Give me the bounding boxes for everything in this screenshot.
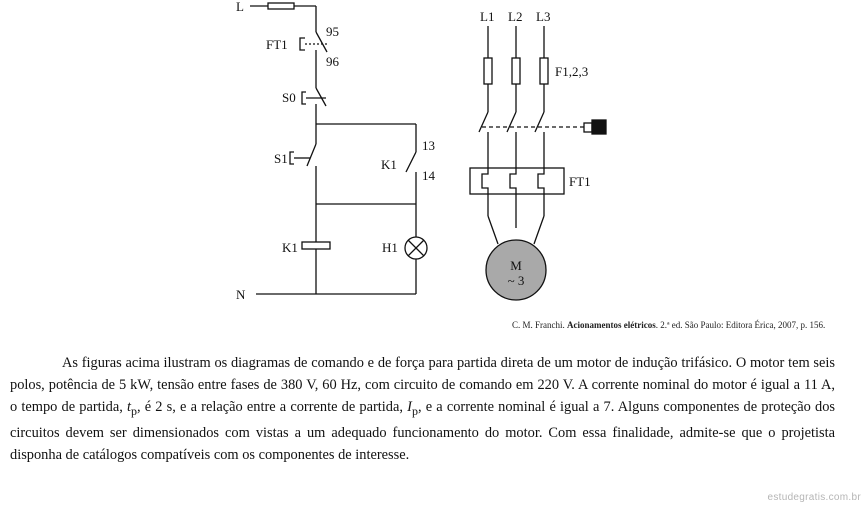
h1-lamp (404, 236, 428, 260)
ip-subscript: p (411, 403, 418, 418)
label-ft1-command: FT1 (266, 37, 288, 52)
label-l1: L1 (480, 9, 494, 24)
label-l2: L2 (508, 9, 522, 24)
citation-title: Acionamentos elétricos (567, 320, 656, 330)
label-l: L (236, 0, 244, 14)
label-fuses: F1,2,3 (555, 64, 588, 79)
ft1-overload-contact (299, 31, 328, 70)
s1-start-button (289, 143, 317, 204)
fuse-l3 (539, 57, 549, 85)
label-l3: L3 (536, 9, 550, 24)
paragraph-part-1: As figuras acima ilustram os diagramas d… (10, 355, 835, 415)
label-k1-coil: K1 (282, 240, 298, 255)
label-n: N (236, 287, 246, 302)
label-s1: S1 (274, 151, 288, 166)
command-fuse (267, 2, 295, 10)
k1-coil (301, 241, 331, 250)
ip-variable: I (407, 399, 412, 415)
paragraph-part-3: , e a corrente nominal é igual a 7. Algu… (10, 399, 835, 463)
k1-aux-contact (405, 151, 417, 204)
label-h1: H1 (382, 240, 398, 255)
s0-stop-button (301, 87, 327, 124)
label-95: 95 (326, 24, 339, 39)
label-14: 14 (422, 168, 436, 183)
citation-author: C. M. Franchi. (512, 320, 567, 330)
watermark: estudegratis.com.br (767, 492, 861, 503)
label-ft1-power: FT1 (569, 174, 591, 189)
label-96: 96 (326, 54, 340, 69)
label-s0: S0 (282, 90, 296, 105)
tp-subscript: p (130, 403, 137, 418)
fuse-l2 (511, 57, 521, 85)
ft1-overload-relay (469, 167, 565, 195)
tp-variable: t (126, 399, 131, 415)
contactor-coil-symbol (583, 119, 607, 135)
question-statement: As figuras acima ilustram os diagramas d… (10, 352, 835, 466)
citation-rest: . 2.ª ed. São Paulo: Editora Érica, 2007… (655, 320, 826, 330)
label-13: 13 (422, 138, 435, 153)
source-citation: C. M. Franchi. Acionamentos elétricos. 2… (512, 320, 825, 330)
paragraph-part-2: , é 2 s, e a relação entre a corrente de… (136, 399, 408, 415)
label-k1-aux: K1 (381, 157, 397, 172)
power-circuit (469, 26, 607, 301)
fuse-l1 (483, 57, 493, 85)
motor-label-m: M (510, 258, 522, 273)
motor-label-3: ~ 3 (508, 273, 525, 288)
command-circuit (250, 2, 428, 295)
motor-symbol (485, 239, 547, 301)
electrical-diagrams: L N FT1 95 96 S0 S1 K1 13 14 K1 H1 L1 L2… (236, 0, 607, 302)
